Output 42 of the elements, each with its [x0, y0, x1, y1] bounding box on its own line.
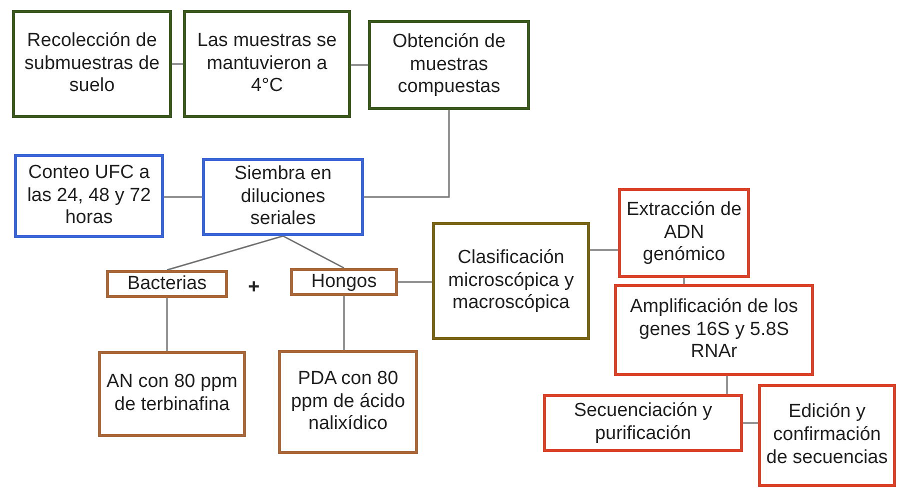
- process-box: [278, 350, 418, 454]
- box-text: Edición y confirmación de secuencias: [765, 401, 889, 470]
- box-text: Extracción de ADN genómico: [625, 198, 743, 268]
- process-box: [106, 270, 228, 298]
- box-text: Clasificación microscópica y macroscópica: [447, 246, 575, 316]
- plus-sign: +: [248, 275, 260, 300]
- connector-line: [166, 235, 284, 271]
- process-box: [614, 284, 814, 376]
- connector-line: [398, 281, 432, 283]
- process-box: [202, 158, 364, 236]
- process-box: [98, 351, 246, 437]
- process-box: [290, 268, 398, 296]
- box-text: AN con 80 ppm de terbinafina: [106, 371, 238, 417]
- connector-line: [164, 196, 202, 198]
- box-text: PDA con 80 ppm de ácido nalixídico: [290, 368, 406, 436]
- connector-line: [743, 422, 758, 424]
- connector-line: [726, 376, 728, 394]
- box-text: Hongos: [311, 270, 377, 294]
- connector-line: [166, 298, 168, 351]
- connector-line: [364, 110, 450, 198]
- box-text: Secuenciación y purificación: [572, 400, 714, 446]
- box-text: Recolección de submuestras de suelo: [23, 30, 161, 98]
- process-box: [368, 20, 530, 110]
- process-box: [12, 10, 172, 118]
- process-box: [183, 10, 351, 118]
- box-text: Bacterias: [127, 272, 207, 296]
- process-box: [14, 154, 164, 238]
- box-text: Las muestras se mantuvieron a 4°C: [196, 30, 338, 98]
- connector-line: [282, 235, 344, 269]
- connector-line: [172, 63, 183, 65]
- box-text: Amplificación de los genes 16S y 5.8S RNAr: [629, 296, 799, 364]
- process-box: [618, 188, 750, 278]
- process-box: [543, 394, 743, 452]
- connector-line: [343, 296, 345, 350]
- connector-line: [683, 278, 685, 284]
- connector-line: [351, 64, 368, 66]
- box-text: Siembra en diluciones seriales: [233, 162, 333, 232]
- connector-line: [590, 249, 618, 251]
- box-text: Conteo UFC a las 24, 48 y 72 horas: [26, 162, 152, 230]
- box-text: Obtención de muestras compuestas: [391, 30, 507, 100]
- process-box: [432, 222, 590, 340]
- process-box: [758, 384, 896, 487]
